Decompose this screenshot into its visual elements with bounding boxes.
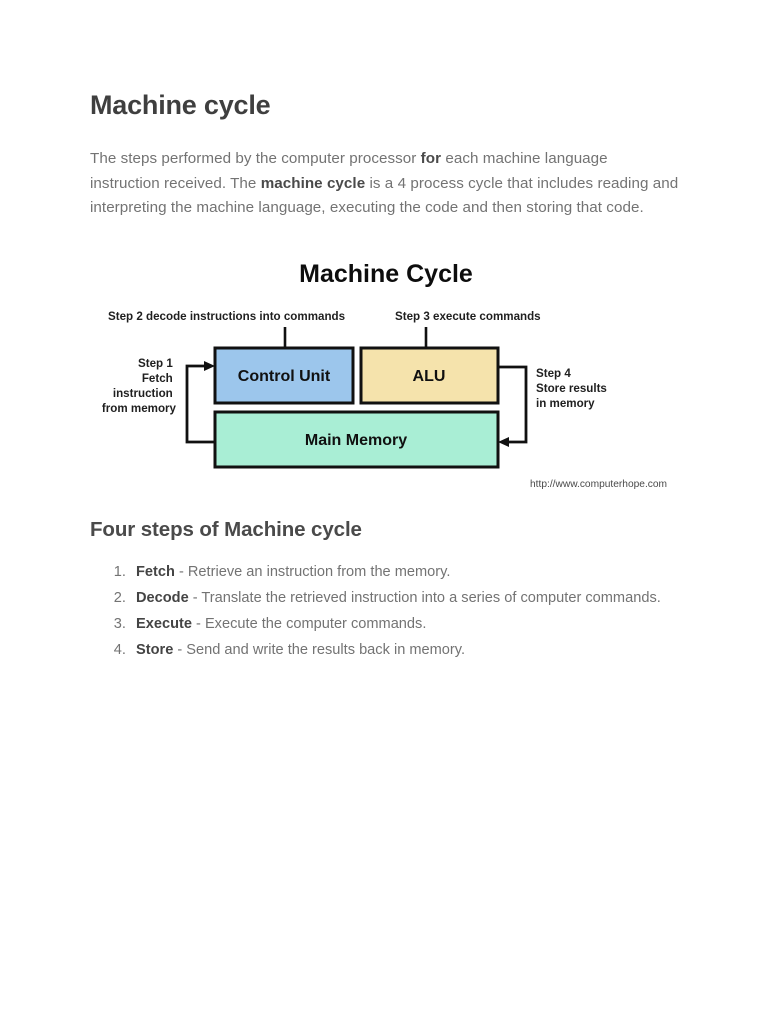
label-step4-line3: in memory bbox=[536, 397, 595, 410]
label-step4-line2: Store results bbox=[536, 382, 607, 395]
intro-text-part1: The steps performed by the computer proc… bbox=[90, 150, 421, 168]
label-step4-line1: Step 4 bbox=[536, 367, 571, 380]
steps-list: Fetch - Retrieve an instruction from the… bbox=[90, 560, 680, 663]
alu-label: ALU bbox=[413, 368, 446, 385]
machine-cycle-diagram: Machine Cycle Step 2 decode instructions… bbox=[102, 260, 667, 490]
step-term: Store bbox=[136, 642, 174, 659]
page-title: Machine cycle bbox=[90, 90, 271, 120]
intro-text-part3: is a 4 process cycle that includes readi… bbox=[90, 174, 679, 217]
control-unit-label: Control Unit bbox=[238, 368, 331, 385]
step-desc: - Send and write the results back in mem… bbox=[173, 642, 466, 659]
intro-text-part2: each machine language instruction receiv… bbox=[90, 150, 608, 192]
step-desc: - Retrieve an instruction from the memor… bbox=[174, 563, 451, 580]
list-item: Execute - Execute the computer commands. bbox=[130, 612, 680, 637]
arrow-fetch-path bbox=[185, 364, 215, 444]
main-memory-box bbox=[213, 410, 500, 469]
label-step1: Step 1 Fetch instruction from memory bbox=[102, 357, 177, 415]
section-title-four-steps: Four steps of Machine cycle bbox=[90, 517, 362, 541]
label-step1-line1: Step 1 bbox=[138, 357, 173, 370]
figure-watermark: http://www.computerhope.com bbox=[530, 479, 667, 490]
list-item: Store - Send and write the results back … bbox=[130, 638, 680, 663]
step-term: Fetch bbox=[136, 563, 175, 580]
alu-box bbox=[359, 346, 500, 405]
intro-paragraph: The steps performed by the computer proc… bbox=[90, 147, 680, 221]
label-step1-line3: instruction bbox=[113, 387, 173, 400]
label-step1-line4: from memory bbox=[102, 402, 177, 415]
label-step2: Step 2 decode instructions into commands bbox=[108, 310, 345, 323]
control-unit-box bbox=[213, 346, 355, 405]
list-item: Decode - Translate the retrieved instruc… bbox=[130, 586, 680, 611]
list-item: Fetch - Retrieve an instruction from the… bbox=[130, 560, 680, 585]
step-desc: - Execute the computer commands. bbox=[191, 616, 427, 633]
intro-bold-machine-cycle: machine cycle bbox=[260, 174, 366, 192]
label-step4: Step 4 Store results in memory bbox=[536, 367, 610, 410]
diagram-title: Machine Cycle bbox=[299, 260, 473, 288]
arrow-store-head-icon bbox=[498, 436, 509, 447]
label-step3: Step 3 execute commands bbox=[395, 310, 541, 323]
label-step1-line2: Fetch bbox=[142, 372, 173, 385]
step-desc: - Translate the retrieved instruction in… bbox=[188, 590, 661, 607]
step-term: Execute bbox=[136, 616, 192, 633]
step-term: Decode bbox=[136, 590, 189, 607]
machine-cycle-figure: Machine Cycle Step 2 decode instructions… bbox=[90, 247, 682, 500]
arrow-store-path bbox=[498, 365, 528, 444]
arrow-fetch-head-icon bbox=[204, 360, 215, 371]
intro-bold-for: for bbox=[420, 150, 442, 168]
main-memory-label: Main Memory bbox=[305, 432, 407, 449]
